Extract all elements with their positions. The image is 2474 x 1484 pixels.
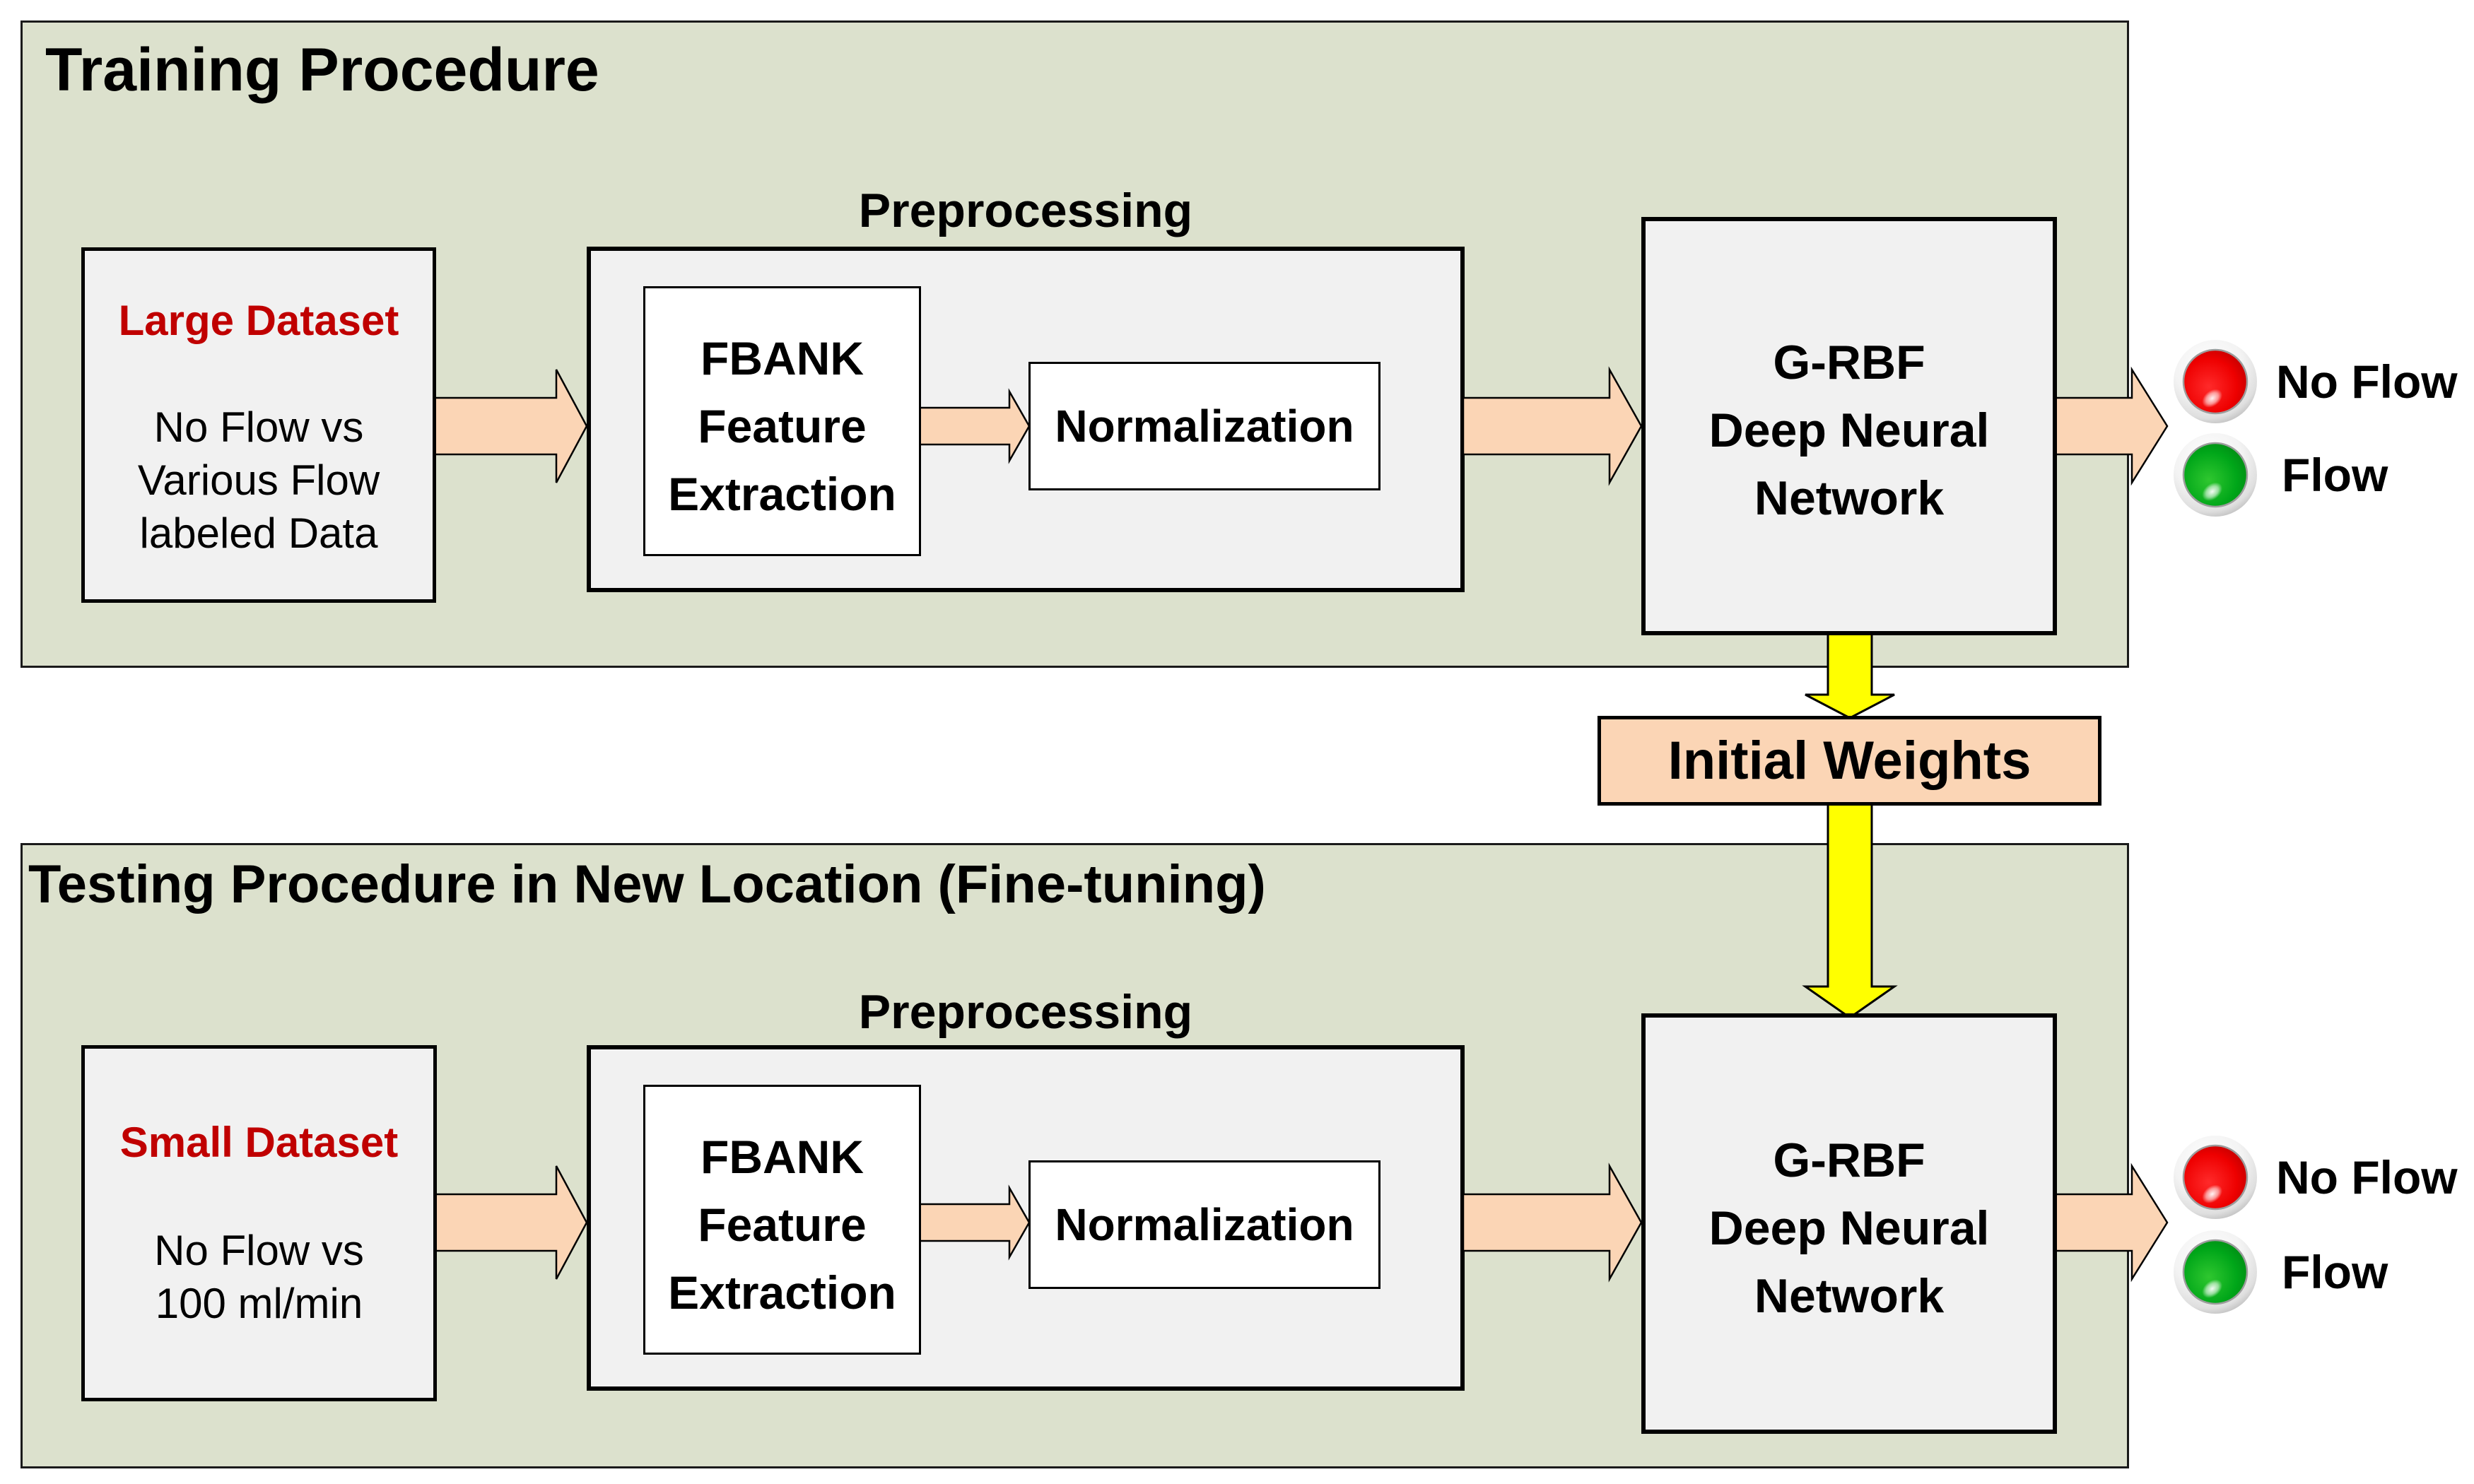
fbank-line: Extraction — [668, 468, 896, 520]
large-dataset-description: No Flow vs Various Flow labeled Data — [85, 401, 433, 560]
small-dataset-description: No Flow vs 100 ml/min — [85, 1224, 433, 1330]
no-flow-label-training: No Flow — [2276, 355, 2458, 408]
arrow-fbank-to-normalization-testing — [916, 1184, 1031, 1261]
training-panel-title: Training Procedure — [45, 36, 599, 104]
arrow-dataset-to-preprocessing-testing — [432, 1165, 588, 1280]
flow-label-testing: Flow — [2282, 1246, 2388, 1298]
dataset-line: 100 ml/min — [155, 1280, 363, 1327]
arrow-preprocessing-to-network-testing — [1462, 1162, 1643, 1283]
dataset-line: Various Flow — [137, 457, 380, 504]
grbf-network-box-training: G-RBF Deep Neural Network — [1641, 217, 2057, 635]
network-line: G-RBF — [1773, 1133, 1925, 1187]
grbf-network-box-testing: G-RBF Deep Neural Network — [1641, 1013, 2057, 1434]
initial-weights-label: Initial Weights — [1667, 731, 2032, 791]
small-dataset-box: Small Dataset No Flow vs 100 ml/min — [81, 1045, 437, 1401]
fbank-line: Feature — [698, 1199, 867, 1251]
network-line: Deep Neural — [1708, 404, 1990, 457]
fbank-feature-extraction-box-testing: FBANK Feature Extraction — [643, 1085, 921, 1355]
flow-led-training — [2174, 433, 2257, 517]
no-flow-label-testing: No Flow — [2276, 1151, 2458, 1203]
arrow-network-to-output-testing — [2053, 1162, 2169, 1283]
transfer-arrow-network-to-weights — [1805, 631, 1895, 719]
flow-label-training: Flow — [2282, 449, 2388, 501]
dataset-line: No Flow vs — [153, 404, 364, 451]
large-dataset-box: Large Dataset No Flow vs Various Flow la… — [81, 247, 436, 603]
fbank-feature-extraction-box-training: FBANK Feature Extraction — [643, 286, 921, 556]
dataset-line: No Flow vs — [154, 1227, 364, 1274]
small-dataset-title: Small Dataset — [119, 1119, 399, 1166]
arrow-preprocessing-to-network-training — [1462, 366, 1643, 486]
arrow-network-to-output-training — [2053, 366, 2169, 486]
fbank-line: Feature — [698, 400, 867, 452]
normalization-label: Normalization — [1055, 401, 1354, 452]
network-line: G-RBF — [1773, 336, 1925, 389]
arrow-fbank-to-normalization-training — [916, 388, 1031, 464]
fbank-line: Extraction — [668, 1266, 896, 1319]
preprocessing-title-training: Preprocessing — [858, 184, 1193, 237]
dataset-line: labeled Data — [139, 510, 378, 557]
normalization-box-testing: Normalization — [1028, 1160, 1380, 1289]
fbank-line: FBANK — [700, 332, 864, 384]
arrow-dataset-to-preprocessing-training — [432, 369, 588, 483]
network-line: Deep Neural — [1708, 1201, 1990, 1255]
transfer-arrow-weights-to-network — [1802, 801, 1898, 1019]
no-flow-led-testing — [2174, 1136, 2257, 1219]
preprocessing-title-testing: Preprocessing — [858, 985, 1193, 1039]
fbank-line: FBANK — [700, 1131, 864, 1183]
no-flow-led-training — [2174, 340, 2257, 423]
normalization-label: Normalization — [1055, 1199, 1354, 1250]
network-line: Network — [1754, 471, 1945, 525]
normalization-box-training: Normalization — [1028, 362, 1380, 490]
large-dataset-title: Large Dataset — [118, 297, 399, 344]
testing-panel-title: Testing Procedure in New Location (Fine-… — [28, 854, 1266, 914]
initial-weights-box: Initial Weights — [1597, 716, 2101, 806]
flow-led-testing — [2174, 1230, 2257, 1314]
network-line: Network — [1754, 1268, 1945, 1323]
